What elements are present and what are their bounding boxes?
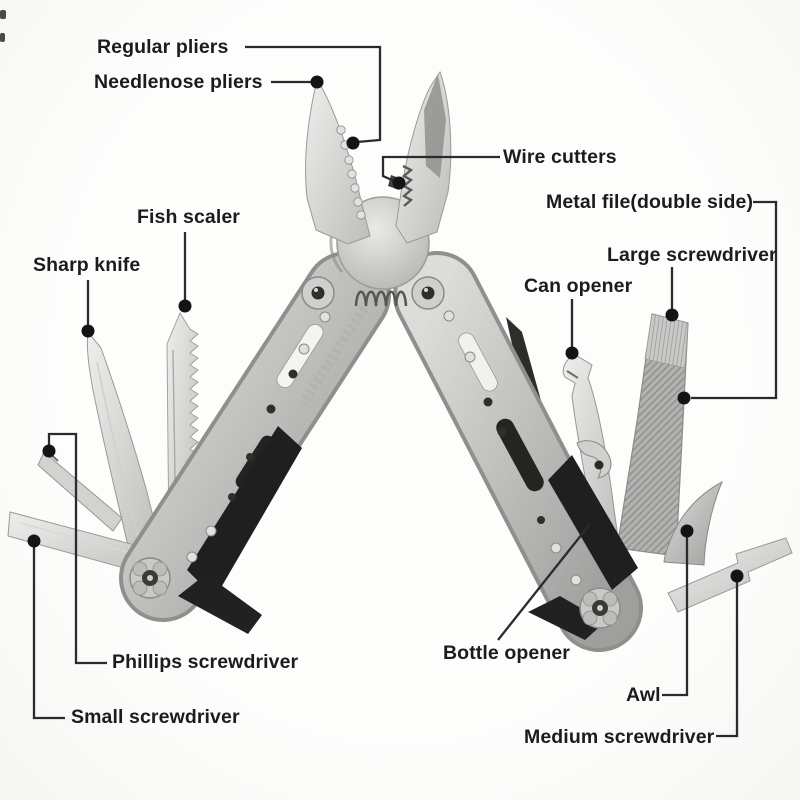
- bottle-opener-tool: [576, 440, 612, 479]
- leader-wire-cutters-line: [381, 155, 500, 183]
- handle-cutout: [276, 323, 324, 389]
- awl-tool: [663, 480, 724, 566]
- leader-awl-line: [662, 537, 689, 697]
- medium-screwdriver-tool: [667, 537, 793, 613]
- leader-regular-pliers-dot: [346, 136, 360, 150]
- label-can-opener: Can opener: [524, 275, 633, 297]
- pivot-bolts: [129, 276, 621, 629]
- leader-phillips-screwdriver-dot: [42, 444, 56, 458]
- leader-medium-screwdriver-line: [716, 582, 739, 738]
- grip-inlay: [528, 596, 605, 640]
- grip-inlay: [187, 426, 302, 598]
- leader-awl-dot: [680, 524, 694, 538]
- leader-needlenose-pliers-dot: [310, 75, 324, 89]
- label-metal-file: Metal file(double side): [546, 191, 754, 213]
- label-small-screwdriver: Small screwdriver: [71, 706, 240, 728]
- left-handle: [119, 251, 391, 634]
- leader-wire-cutters-dot: [392, 176, 406, 190]
- pliers-head: [305, 70, 452, 307]
- label-bottle-opener: Bottle opener: [443, 642, 570, 664]
- leader-phillips-screwdriver-line: [47, 432, 107, 665]
- label-wire-cutters: Wire cutters: [503, 146, 617, 168]
- right-handle: [393, 251, 643, 652]
- serrated-edge: [298, 305, 369, 407]
- leader-can-opener-dot: [565, 346, 579, 360]
- spring-coil: [354, 290, 408, 307]
- handle-cutout: [458, 332, 498, 392]
- leader-large-screwdriver-dot: [665, 308, 679, 322]
- leader-regular-pliers-line: [245, 45, 382, 144]
- leader-bottle-opener-line: [497, 523, 591, 641]
- leader-metal-file-line: [691, 200, 778, 400]
- left-handle-end-bolt: [129, 557, 171, 599]
- label-large-screwdriver: Large screwdriver: [607, 244, 777, 266]
- label-awl: Awl: [626, 684, 661, 706]
- right-pivot-bolt: [411, 276, 445, 310]
- leader-sharp-knife-dot: [81, 324, 95, 338]
- label-sharp-knife: Sharp knife: [33, 254, 141, 276]
- handle-cutout: [496, 418, 544, 492]
- right-handle-end-bolt: [579, 587, 621, 629]
- grip-inlay: [178, 574, 262, 634]
- jaw-serrations: [336, 125, 366, 220]
- label-fish-scaler: Fish scaler: [137, 206, 240, 228]
- left-pivot-bolt: [301, 276, 335, 310]
- leader-small-screwdriver-line: [32, 547, 65, 720]
- leader-fish-scaler-dot: [178, 299, 192, 313]
- leader-medium-screwdriver-dot: [730, 569, 744, 583]
- phillips-screwdriver-tool: [37, 451, 123, 532]
- label-regular-pliers: Regular pliers: [97, 36, 229, 58]
- label-phillips-screwdriver: Phillips screwdriver: [112, 651, 299, 673]
- edge-artifact: [0, 33, 5, 42]
- leader-small-screwdriver-dot: [27, 534, 41, 548]
- edge-artifact: [0, 10, 6, 19]
- grip-inlay: [548, 455, 638, 590]
- label-medium-screwdriver: Medium screwdriver: [524, 726, 715, 748]
- label-needlenose-pliers: Needlenose pliers: [94, 71, 263, 93]
- knife-blade: [86, 330, 162, 559]
- leader-metal-file-dot: [677, 391, 691, 405]
